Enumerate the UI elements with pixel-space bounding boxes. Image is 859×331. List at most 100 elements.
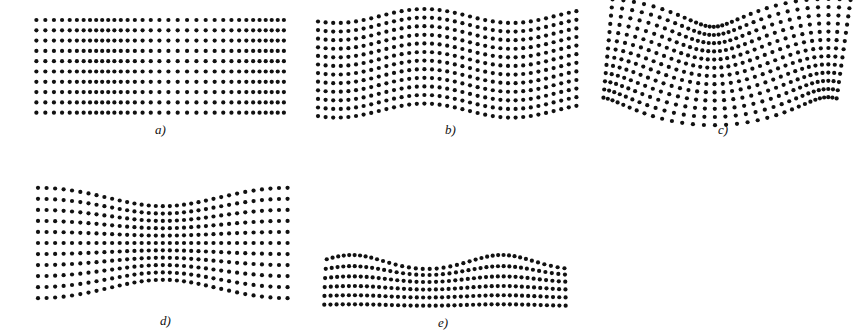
lattice-dot: [227, 241, 231, 245]
lattice-dot: [820, 71, 824, 75]
lattice-dot: [147, 203, 151, 207]
lattice-dot: [270, 28, 274, 32]
lattice-dot: [154, 256, 158, 260]
lattice-dot: [807, 14, 811, 18]
lattice-dot: [713, 98, 717, 102]
lattice-dot: [735, 71, 739, 75]
lattice-dot: [204, 28, 208, 32]
lattice-dot: [282, 59, 286, 63]
lattice-dot: [430, 7, 434, 11]
lattice-dot: [438, 68, 442, 72]
lattice-dot: [354, 97, 358, 101]
lattice-dot: [204, 80, 208, 84]
lattice-dot: [712, 41, 716, 45]
lattice-dot: [204, 59, 208, 63]
lattice-dot: [377, 100, 381, 104]
lattice-dot: [460, 90, 464, 94]
lattice-dot: [119, 69, 123, 73]
lattice-dot: [264, 80, 268, 84]
lattice-dot: [460, 47, 464, 51]
lattice-dot: [438, 77, 442, 81]
lattice-dot: [110, 241, 114, 245]
lattice-dot: [331, 107, 335, 111]
lattice-dot: [506, 47, 510, 51]
lattice-dot: [237, 39, 241, 43]
lattice-dot: [204, 90, 208, 94]
lattice-dot: [430, 59, 434, 63]
lattice-dot: [277, 208, 281, 212]
lattice-dot: [608, 22, 612, 26]
lattice-dot: [506, 115, 510, 119]
lattice-dot: [330, 256, 334, 260]
lattice-dot: [651, 114, 655, 118]
lattice-dot: [154, 219, 158, 223]
lattice-dot: [476, 76, 480, 80]
lattice-dot: [609, 14, 613, 18]
lattice-dot: [140, 90, 144, 94]
lattice-dot: [34, 49, 38, 53]
lattice-dot: [520, 302, 524, 306]
lattice-dot: [408, 287, 412, 291]
lattice-dot: [712, 25, 716, 29]
lattice-dot: [407, 51, 411, 55]
lattice-dot: [756, 9, 760, 13]
lattice-dot: [251, 241, 255, 245]
lattice-dot: [125, 225, 129, 229]
lattice-dot: [667, 92, 671, 96]
lattice-dot: [574, 95, 578, 99]
lattice-dot: [182, 226, 186, 230]
lattice-dot: [44, 186, 48, 190]
lattice-dot: [786, 9, 790, 13]
lattice-dot: [821, 79, 825, 83]
lattice-dot: [100, 39, 104, 43]
lattice-dot: [763, 80, 767, 84]
lattice-dot: [359, 284, 363, 288]
lattice-dot: [630, 97, 634, 101]
lattice-dot: [723, 106, 727, 110]
lattice-dot: [377, 83, 381, 87]
lattice-dot: [642, 111, 646, 115]
lattice-dot: [396, 303, 400, 307]
lattice-dot: [806, 91, 810, 95]
lattice-dot: [100, 100, 104, 104]
lattice-dot: [370, 266, 374, 270]
lattice-dot: [685, 96, 689, 100]
lattice-dot: [328, 294, 332, 298]
lattice-dot: [140, 233, 144, 237]
lattice-dot: [331, 64, 335, 68]
lattice-dot: [637, 100, 641, 104]
lattice-dot: [112, 80, 116, 84]
lattice-dot: [506, 98, 510, 102]
lattice-dot: [78, 210, 82, 214]
lattice-dot: [695, 89, 699, 93]
lattice-dot: [422, 67, 426, 71]
lattice-dot: [243, 292, 247, 296]
lattice-dot: [468, 109, 472, 113]
lattice-dot: [147, 263, 151, 267]
lattice-dot: [260, 241, 264, 245]
lattice-dot: [795, 7, 799, 11]
lattice-dot: [132, 280, 136, 284]
lattice-dot: [407, 102, 411, 106]
lattice-dot: [441, 272, 445, 276]
lattice-dot: [559, 12, 563, 16]
lattice-dot: [257, 100, 261, 104]
lattice-dot: [521, 72, 525, 76]
lattice-dot: [757, 36, 761, 40]
lattice-dot: [331, 115, 335, 119]
lattice-dot: [194, 69, 198, 73]
lattice-dot: [282, 28, 286, 32]
lattice-dot: [707, 41, 711, 45]
lattice-dot: [133, 100, 137, 104]
lattice-dot: [552, 32, 556, 36]
lattice-dot: [453, 71, 457, 75]
lattice-dot: [835, 38, 839, 42]
lattice-dot: [189, 272, 193, 276]
lattice-dot: [445, 104, 449, 108]
lattice-dot: [606, 97, 610, 101]
lattice-dot: [383, 294, 387, 298]
lattice-dot: [826, 46, 830, 50]
lattice-dot: [674, 103, 678, 107]
lattice-dot: [221, 28, 225, 32]
lattice-dot: [696, 39, 700, 43]
